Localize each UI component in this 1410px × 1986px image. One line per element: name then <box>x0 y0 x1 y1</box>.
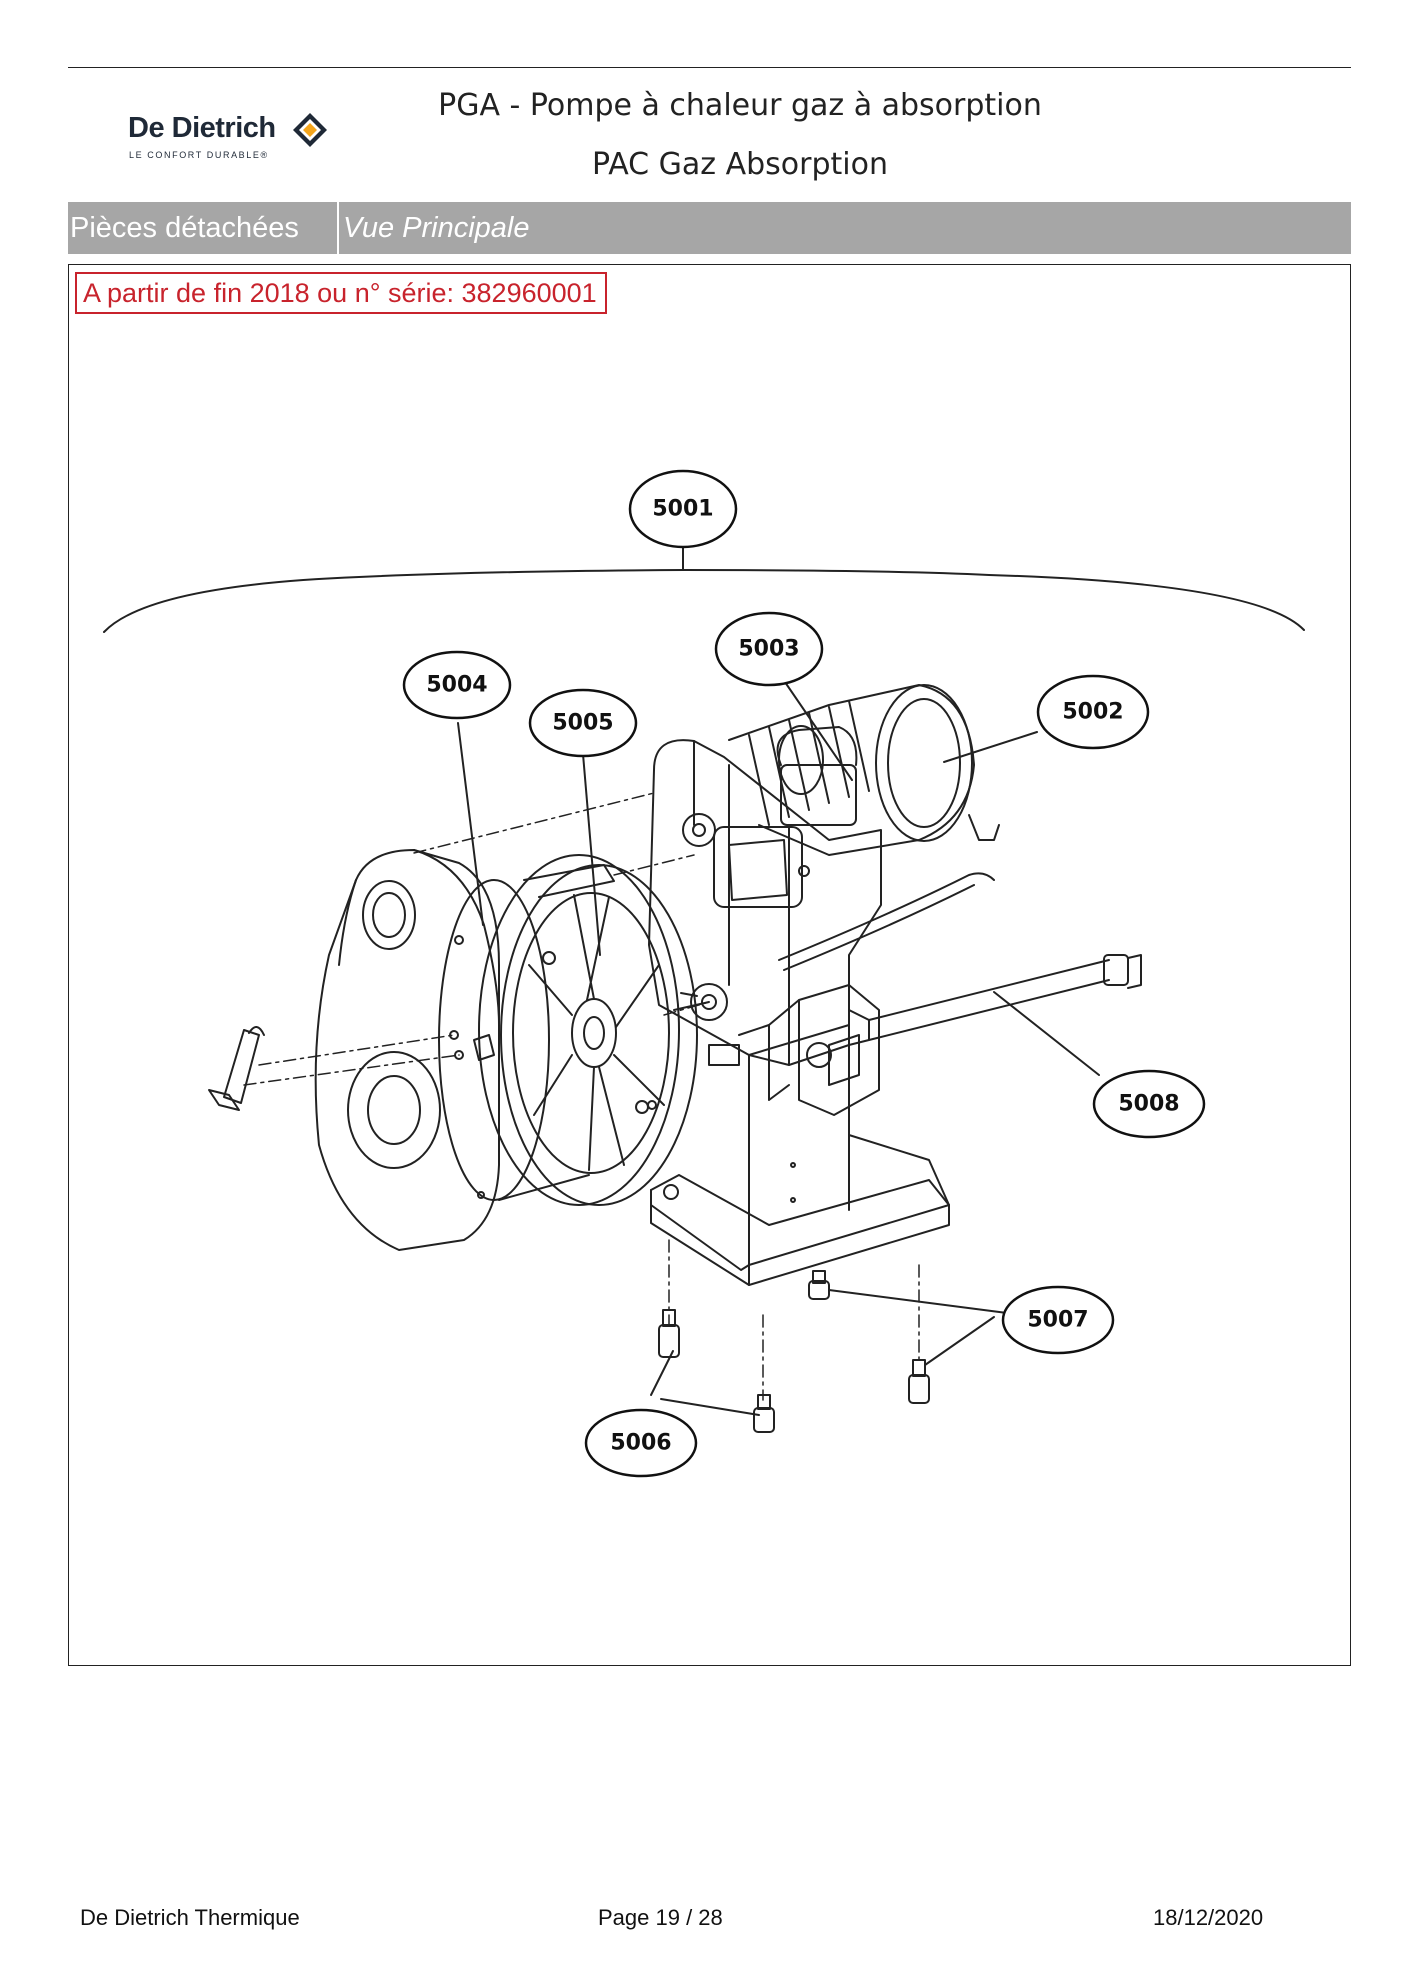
callout-5008: 5008 <box>1118 1092 1179 1117</box>
fan-housing <box>738 984 880 1116</box>
section-bar: Pièces détachées Vue Principale <box>68 202 1351 254</box>
gas-pipe <box>778 872 1142 1046</box>
belt-cover <box>314 849 500 1251</box>
pulley-wheel <box>478 854 698 1206</box>
diagram-frame <box>68 264 1351 1666</box>
electric-motor <box>713 684 1000 908</box>
sensor-bracket <box>208 1026 265 1111</box>
callout-5004: 5004 <box>426 673 487 698</box>
callout-5008-oval <box>1092 1069 1206 1139</box>
exploded-view-diagram: 5001 5003 5002 5004 5005 5008 5007 5006 <box>103 469 1305 1478</box>
callout-5003-oval <box>714 611 824 687</box>
serial-number-note: A partir de fin 2018 ou n° série: 382960… <box>75 272 607 314</box>
callout-5007: 5007 <box>1027 1308 1088 1333</box>
callout-5006-oval <box>584 1408 698 1478</box>
view-name: Vue Principale <box>337 202 529 254</box>
callout-5002: 5002 <box>1062 700 1123 725</box>
anti-vibration-feet <box>658 1270 930 1433</box>
document-subtitle: PAC Gaz Absorption <box>592 147 888 182</box>
footer-date: 18/12/2020 <box>1153 1905 1264 1930</box>
brand-logo: De Dietrich LE CONFORT DURABLE® <box>128 108 348 168</box>
callout-5005-oval <box>528 688 638 758</box>
callout-5004-oval <box>402 650 512 720</box>
brand-diamond-icon <box>293 113 327 147</box>
leader-lines <box>457 665 1100 1416</box>
callout-5001: 5001 <box>652 497 713 522</box>
brand-tagline: LE CONFORT DURABLE® <box>129 150 269 160</box>
top-rule <box>68 67 1351 68</box>
footer-page-number: Page 19 / 28 <box>598 1905 723 1930</box>
base-stand <box>650 1024 950 1286</box>
callout-5007-oval <box>1001 1285 1115 1355</box>
footer-company: De Dietrich Thermique <box>80 1905 300 1930</box>
alignment-lines <box>243 792 920 1401</box>
document-title: PGA - Pompe à chaleur gaz à absorption <box>438 88 1042 123</box>
assembly-bracket <box>103 569 1305 633</box>
main-casing <box>648 739 882 1066</box>
callout-5005: 5005 <box>552 711 613 736</box>
callout-5002-oval <box>1036 674 1150 750</box>
callout-5003: 5003 <box>738 637 799 662</box>
section-label: Pièces détachées <box>70 212 299 244</box>
callout-5006: 5006 <box>610 1431 671 1456</box>
callout-5001-oval <box>628 469 738 549</box>
brand-name: De Dietrich <box>128 112 276 144</box>
